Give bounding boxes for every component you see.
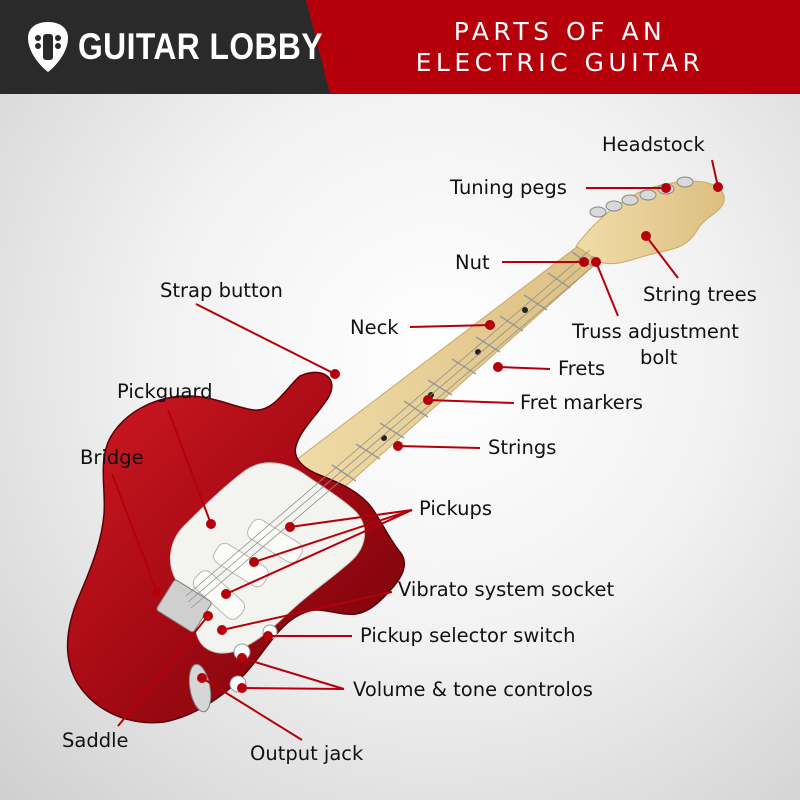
label-vibrato: Vibrato system socket <box>398 578 615 601</box>
label-output-jack: Output jack <box>250 742 364 765</box>
dot-pickguard <box>206 519 216 529</box>
title-line-1: PARTS OF AN <box>453 17 667 46</box>
label-fret-markers: Fret markers <box>520 391 643 414</box>
dot-vibrato <box>217 625 227 635</box>
label-neck: Neck <box>350 316 399 339</box>
part-labels: Headstock Tuning pegs Nut String trees S… <box>62 133 757 765</box>
guitar-headstock <box>575 180 725 265</box>
brand-name: GUITAR LOBBY <box>78 26 323 67</box>
label-selector: Pickup selector switch <box>360 624 575 647</box>
label-nut: Nut <box>455 251 490 274</box>
dot-tone <box>237 683 247 693</box>
label-pickups: Pickups <box>419 497 492 520</box>
dot-truss-bolt <box>591 257 601 267</box>
dot-strap-button <box>330 369 340 379</box>
label-frets: Frets <box>558 357 605 380</box>
dot-string-trees <box>641 231 651 241</box>
label-strap-button: Strap button <box>160 279 283 302</box>
dot-headstock <box>713 182 723 192</box>
dot-tuning-pegs <box>661 183 671 193</box>
dot-frets <box>493 362 503 372</box>
brand-logo: GUITAR LOBBY <box>26 20 363 74</box>
label-truss-line1: Truss adjustment <box>571 320 739 343</box>
header: GUITAR LOBBY PARTS OF AN ELECTRIC GUITAR <box>0 0 800 94</box>
label-saddle: Saddle <box>62 729 129 752</box>
dot-neck <box>485 320 495 330</box>
label-string-trees: String trees <box>643 283 757 306</box>
leader-lines <box>111 159 719 741</box>
dot-strings <box>393 441 403 451</box>
guitar-illustration <box>67 176 725 724</box>
dot-pickup-middle <box>249 557 259 567</box>
label-volume-tone: Volume & tone controlos <box>353 678 593 701</box>
label-bridge: Bridge <box>80 446 144 469</box>
dot-selector <box>263 631 273 641</box>
tuner-pegs <box>589 176 694 218</box>
label-headstock: Headstock <box>602 133 705 156</box>
dot-volume <box>237 653 247 663</box>
guitar-strings <box>185 249 599 609</box>
label-strings: Strings <box>488 436 556 459</box>
dot-output-jack <box>197 673 207 683</box>
guitar-pick-headstock-icon <box>28 22 68 72</box>
title-line-2: ELECTRIC GUITAR <box>415 48 705 77</box>
dot-fret-markers <box>423 395 433 405</box>
page-title: PARTS OF AN ELECTRIC GUITAR <box>345 16 775 78</box>
dot-nut <box>579 257 589 267</box>
label-truss-line2: bolt <box>640 346 678 369</box>
guitar-bridge <box>156 579 212 633</box>
label-pickguard: Pickguard <box>117 380 213 403</box>
dot-pickup-bridge <box>221 589 231 599</box>
dot-bridge <box>152 587 162 597</box>
dot-saddle <box>203 611 213 621</box>
label-tuning-pegs: Tuning pegs <box>449 176 567 199</box>
header-background <box>0 0 800 94</box>
dot-pickup-neck <box>285 522 295 532</box>
leader-dots <box>152 182 723 693</box>
